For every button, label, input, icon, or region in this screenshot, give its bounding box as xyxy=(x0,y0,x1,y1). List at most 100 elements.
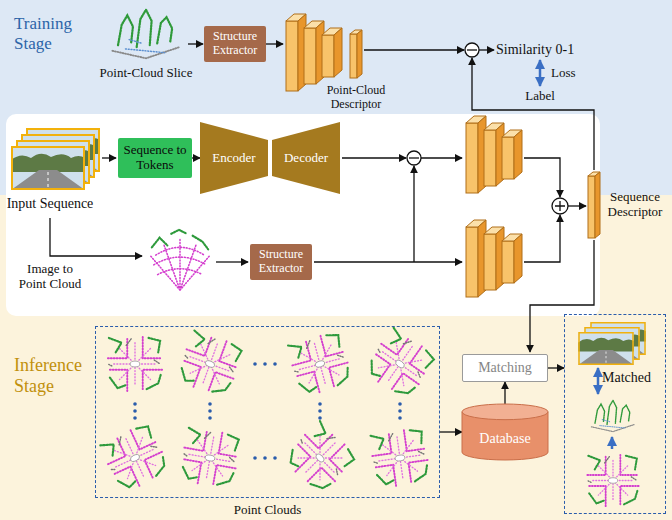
dashed-border xyxy=(564,314,666,514)
flow-arrow xyxy=(265,43,283,44)
figure-label: Point-Cloud Descriptor xyxy=(318,84,394,112)
ellipsis-dots xyxy=(398,416,402,420)
node-label: Structure Extractor xyxy=(254,248,308,276)
operator-circle xyxy=(465,43,479,57)
ellipsis-dots xyxy=(208,416,212,420)
process-box: Structure Extractor xyxy=(204,26,266,62)
stage-title: Training Stage xyxy=(14,14,94,53)
flow-arrow xyxy=(50,218,142,256)
operator-circle xyxy=(552,198,568,214)
ellipsis-dots xyxy=(318,416,322,420)
flow-arrow xyxy=(364,49,464,50)
flow-arrow xyxy=(102,157,116,158)
label-slot: Similarity 0-1 xyxy=(496,42,596,58)
figure-label: Input Sequence xyxy=(0,196,100,212)
node-label: Database xyxy=(479,431,530,447)
ellipsis-dots xyxy=(263,456,267,460)
node-label: Decoder xyxy=(284,151,328,166)
feature-cuboid xyxy=(502,234,522,283)
feature-cuboid xyxy=(286,14,306,91)
image-sequence xyxy=(11,146,85,190)
label-slot: Point-Cloud Slice xyxy=(91,66,201,81)
blue-arrow xyxy=(597,368,600,394)
ellipsis-dots xyxy=(318,402,322,406)
feature-cuboid xyxy=(466,220,486,297)
trapezoid-shape xyxy=(200,122,268,194)
label-slot: Loss xyxy=(551,66,591,81)
ellipsis-dots xyxy=(208,402,212,406)
process-box: Sequence to Tokens xyxy=(118,138,192,178)
flow-arrow xyxy=(479,49,494,50)
ellipsis-dots xyxy=(208,409,212,413)
node-label: Sequence to Tokens xyxy=(122,143,188,173)
stage-title: Inference Stage xyxy=(14,355,94,396)
flow-arrow xyxy=(548,367,564,368)
node-label: Matched xyxy=(602,370,651,386)
flow-arrow xyxy=(314,261,462,262)
descriptor-bar xyxy=(350,30,362,78)
process-box: Structure Extractor xyxy=(250,244,312,280)
figure-label: Loss xyxy=(551,66,591,81)
flow-arrow xyxy=(504,382,505,404)
flow-arrow xyxy=(192,157,200,158)
feature-cuboid xyxy=(484,123,504,186)
feature-cuboid xyxy=(484,227,504,290)
feature-cuboid xyxy=(304,21,324,84)
descriptor-bar xyxy=(588,172,600,238)
node-label: Encoder xyxy=(212,151,255,166)
point-cloud-image xyxy=(150,230,210,290)
flow-arrow xyxy=(524,215,560,262)
figure-label: Point-Cloud Slice xyxy=(91,66,201,81)
feature-cuboid xyxy=(502,130,522,179)
flow-arrow xyxy=(342,157,406,158)
flow-arrow xyxy=(188,43,203,44)
dashed-border xyxy=(95,326,440,498)
flow-arrow xyxy=(413,166,414,262)
node-label: Point Clouds xyxy=(234,503,302,518)
label-slot: Input Sequence xyxy=(0,196,100,212)
ellipsis-dots xyxy=(318,409,322,413)
decoder-block: Decoder xyxy=(272,122,340,194)
ellipsis-dots xyxy=(253,362,257,366)
ellipsis-dots xyxy=(253,456,257,460)
operator-circle xyxy=(407,151,421,165)
figure-label: Image to Point Cloud xyxy=(14,262,86,292)
ellipsis-dots xyxy=(133,416,137,420)
operator-circle xyxy=(467,49,477,50)
ellipsis-dots xyxy=(273,456,277,460)
ellipsis-dots xyxy=(133,409,137,413)
figure-label: Sequence Descriptor xyxy=(602,190,668,220)
label-slot: Label xyxy=(515,89,565,104)
figure-label: Similarity 0-1 xyxy=(496,42,596,58)
dashed-group: Matched xyxy=(564,314,666,514)
flow-arrow xyxy=(524,158,560,197)
blue-arrow xyxy=(611,437,614,449)
matched-content xyxy=(578,332,634,365)
operator-circle xyxy=(555,201,565,211)
node-label: Matching xyxy=(478,360,532,376)
figure-label: Label xyxy=(515,89,565,104)
feature-cuboid xyxy=(322,28,342,77)
node-label: Structure Extractor xyxy=(208,30,262,58)
cylinder-top xyxy=(462,404,548,420)
blue-arrow xyxy=(539,60,542,86)
flow-arrow xyxy=(216,261,248,262)
operator-circle xyxy=(409,157,419,158)
flow-arrow xyxy=(440,431,462,432)
dashed-group: Point Clouds xyxy=(95,326,440,517)
trapezoid-shape xyxy=(272,122,340,194)
feature-cuboid xyxy=(466,116,486,193)
label-slot: Image to Point Cloud xyxy=(14,262,86,292)
ellipsis-dots xyxy=(398,409,402,413)
ellipsis-dots xyxy=(398,402,402,406)
ellipsis-dots xyxy=(263,362,267,366)
process-box: Matching xyxy=(462,354,548,382)
flow-arrow xyxy=(568,205,586,206)
label-slot: Sequence Descriptor xyxy=(602,190,668,220)
database-cylinder: Database xyxy=(462,404,548,460)
label-slot: Point-Cloud Descriptor xyxy=(318,84,394,112)
white-panel xyxy=(6,114,600,316)
image-sequence xyxy=(11,128,100,190)
